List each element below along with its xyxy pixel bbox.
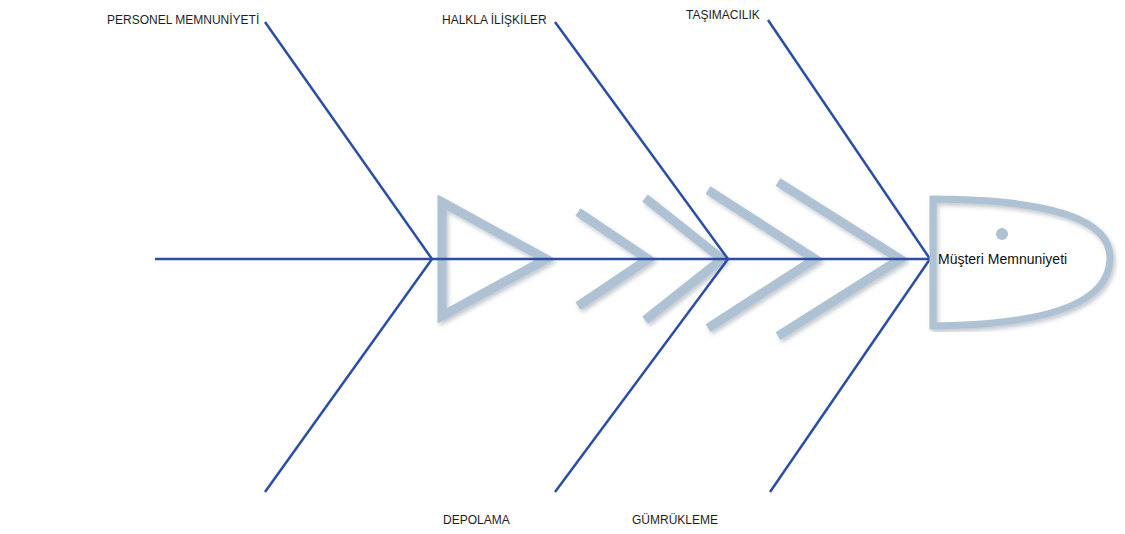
bone xyxy=(555,259,728,492)
bone xyxy=(555,22,728,259)
bone xyxy=(768,20,930,259)
bone xyxy=(265,22,432,259)
bone xyxy=(770,259,930,492)
cause-category: TAŞIMACILIK xyxy=(686,7,760,23)
cause-category: PERSONEL MEMNUNİYETİ xyxy=(107,12,259,28)
head-shape xyxy=(933,199,1110,326)
cause-category: DEPOLAMA xyxy=(443,512,510,528)
cause-category: HALKLA İLİŞKİLER xyxy=(442,12,547,28)
spine xyxy=(155,258,932,261)
bones xyxy=(155,20,932,492)
effect-label: Müşteri Memnuniyeti xyxy=(938,250,1067,268)
cause-category: GÜMRÜKLEME xyxy=(632,512,718,528)
bone xyxy=(265,259,432,492)
fish-eye xyxy=(996,228,1008,240)
fish-head: Müşteri Memnuniyeti xyxy=(926,192,1121,332)
